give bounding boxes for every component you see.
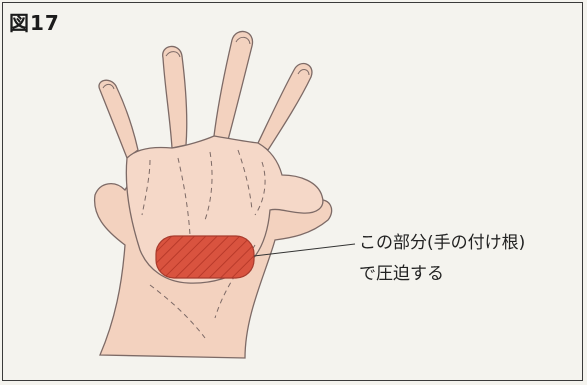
callout-line-2: で圧迫する (359, 259, 525, 290)
finger-2 (163, 46, 187, 148)
pressure-area (156, 236, 254, 278)
finger-4 (258, 64, 312, 150)
finger-3 (214, 31, 253, 140)
callout-line-1: この部分(手の付け根) (359, 228, 525, 259)
fingernails (103, 37, 309, 89)
callout-text: この部分(手の付け根) で圧迫する (359, 228, 525, 290)
finger-1 (99, 80, 138, 158)
